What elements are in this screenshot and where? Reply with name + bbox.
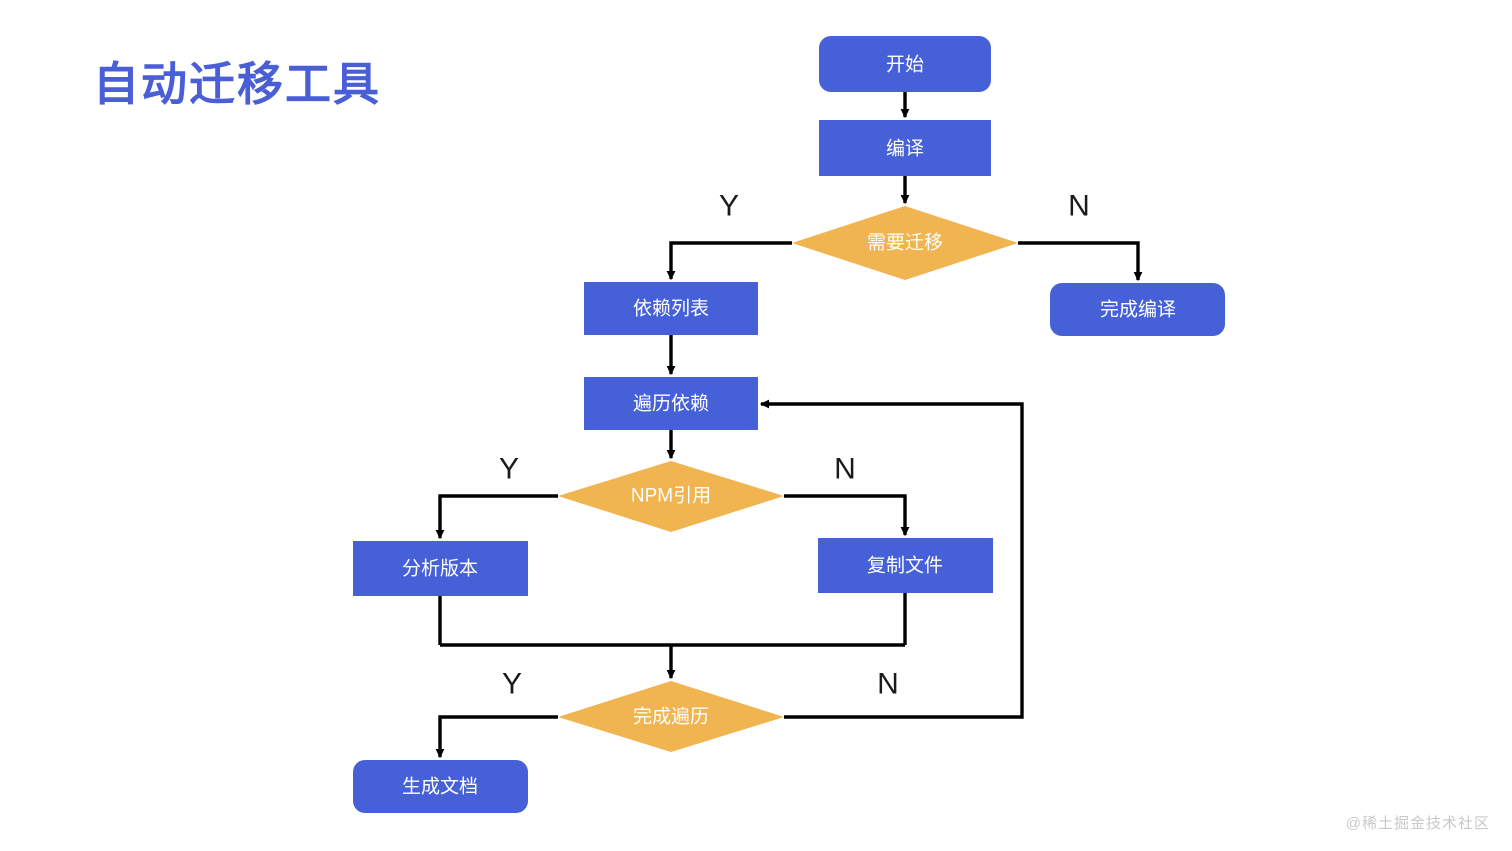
page-title: 自动迁移工具 xyxy=(93,58,381,110)
node-start-label: 开始 xyxy=(886,54,924,76)
watermark: @稀土掘金技术社区 xyxy=(1345,815,1490,832)
node-generate-document[interactable]: 生成文档 xyxy=(353,760,528,813)
node-dependency-list-label: 依赖列表 xyxy=(633,298,709,320)
node-traverse-dependency[interactable]: 遍历依赖 xyxy=(584,377,758,430)
node-analyze-version-label: 分析版本 xyxy=(402,558,478,580)
node-finish-traverse-label: 完成遍历 xyxy=(633,706,709,728)
edge-label-need-migration-yes: Y xyxy=(719,190,739,223)
node-traverse-dependency-label: 遍历依赖 xyxy=(633,393,709,415)
node-finish-compile-label: 完成编译 xyxy=(1100,299,1176,321)
edge-label-npm-yes: Y xyxy=(499,453,519,486)
node-dependency-list[interactable]: 依赖列表 xyxy=(584,282,758,335)
edge-need-migration-yes-to-dependency-list xyxy=(666,241,792,281)
node-compile[interactable]: 编译 xyxy=(819,120,991,176)
node-analyze-version[interactable]: 分析版本 xyxy=(353,541,528,596)
node-npm-reference-label: NPM引用 xyxy=(631,485,711,507)
edge-npm-yes-to-analyze-version xyxy=(435,494,558,540)
edge-finish-traverse-no-loopback-to-traverse xyxy=(759,399,1024,719)
connectors xyxy=(435,92,1143,759)
node-npm-reference[interactable]: NPM引用 xyxy=(558,461,784,532)
edge-label-need-migration-no: N xyxy=(1068,190,1090,223)
node-start[interactable]: 开始 xyxy=(819,36,991,92)
node-need-migration[interactable]: 需要迁移 xyxy=(792,206,1018,280)
node-finish-compile[interactable]: 完成编译 xyxy=(1050,283,1225,336)
node-copy-file[interactable]: 复制文件 xyxy=(818,538,993,593)
edge-npm-no-to-copy-file xyxy=(784,494,910,537)
edge-label-npm-no: N xyxy=(834,453,856,486)
node-generate-document-label: 生成文档 xyxy=(402,776,478,798)
edge-labels: Y N Y N Y N xyxy=(499,190,1090,701)
edge-label-finish-traverse-yes: Y xyxy=(502,668,522,701)
nodes: 开始 编译 需要迁移 依赖列表 完成编译 xyxy=(353,36,1225,813)
node-compile-label: 编译 xyxy=(886,138,924,160)
edge-label-finish-traverse-no: N xyxy=(877,668,899,701)
edge-need-migration-no-to-finish-compile xyxy=(1018,241,1143,282)
node-copy-file-label: 复制文件 xyxy=(867,555,943,577)
node-need-migration-label: 需要迁移 xyxy=(867,232,943,254)
node-finish-traverse[interactable]: 完成遍历 xyxy=(558,681,784,752)
edge-finish-traverse-yes-to-generate-doc xyxy=(435,715,558,759)
